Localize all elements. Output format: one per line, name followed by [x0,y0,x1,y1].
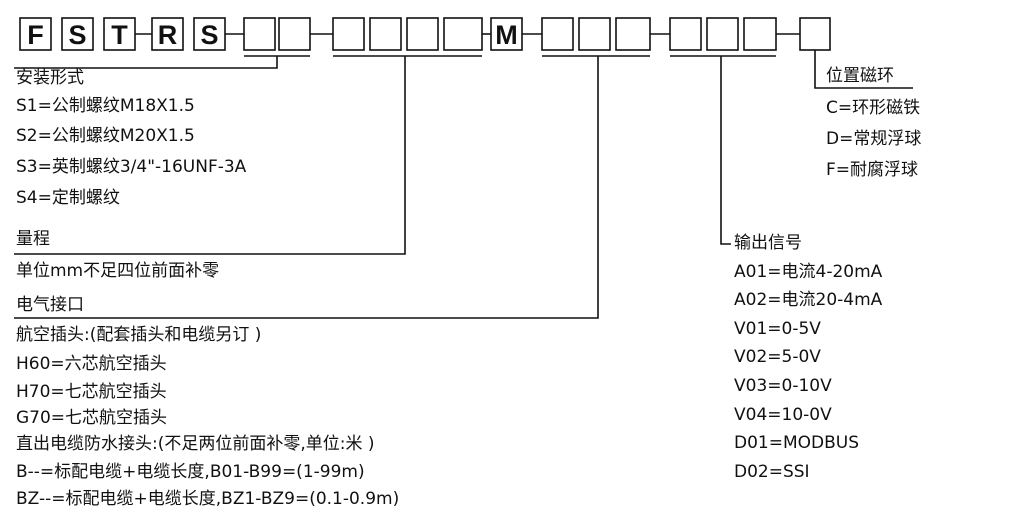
electrical-option: G70=七芯航空插头 [16,408,168,428]
electrical-title: 电气接口 [16,295,84,315]
code-letter-r: R [158,20,178,50]
output-option: V03=0-10V [734,376,832,396]
output-option: A01=电流4-20mA [734,262,883,282]
electrical-option: B--=标配电缆+电缆长度,B01-B99=(1-99m) [16,462,365,482]
output-option: D01=MODBUS [734,433,860,453]
magnet-slot [799,17,831,51]
range-slot-4 [443,17,483,51]
electrical-slot-3 [615,17,651,51]
output-option: D02=SSI [734,462,810,482]
range-slot-1 [332,17,365,51]
electrical-option: H60=六芯航空插头 [16,354,167,374]
range-slot-3 [406,17,439,51]
code-box-f [19,17,52,51]
magnet-option: D=常规浮球 [826,129,922,149]
magnet-option: F=耐腐浮球 [826,160,919,180]
range-title: 量程 [16,229,50,249]
electrical-option: H70=七芯航空插头 [16,382,167,402]
code-letter-m: M [495,20,518,50]
mounting-option: S3=英制螺纹3/4"-16UNF-3A [16,157,247,177]
output-slot-1 [669,17,702,51]
electrical-slot-1 [541,17,574,51]
electrical-slot-2 [578,17,611,51]
mounting-slot-2 [278,17,311,51]
mounting-option: S4=定制螺纹 [16,188,120,208]
mounting-slot-1 [243,17,276,51]
electrical-option: 直出电缆防水接头:(不足两位前面补零,单位:米 ) [16,434,375,454]
code-letter-t: T [111,20,128,50]
output-title: 输出信号 [734,233,802,253]
output-slot-3 [743,17,777,51]
code-box-s [61,17,94,51]
magnet-title: 位置磁环 [826,66,894,86]
output-option: V01=0-5V [734,319,821,339]
output-slot-2 [706,17,739,51]
code-letter-f: F [27,20,44,50]
range-note: 单位mm不足四位前面补零 [16,261,220,281]
code-letter-s: S [68,20,86,50]
electrical-option: BZ--=标配电缆+电缆长度,BZ1-BZ9=(0.1-0.9m) [16,489,400,509]
output-option: A02=电流20-4mA [734,290,883,310]
electrical-option: 航空插头:(配套插头和电缆另订 ) [16,325,262,345]
mounting-title: 安装形式 [16,68,84,88]
code-letter-s2: S [200,20,218,50]
mounting-option: S2=公制螺纹M20X1.5 [16,126,195,146]
magnet-option: C=环形磁铁 [826,98,921,118]
range-slot-2 [369,17,402,51]
output-option: V02=5-0V [734,347,821,367]
magnet-leader [814,50,913,89]
output-option: V04=10-0V [734,405,832,425]
mounting-option: S1=公制螺纹M18X1.5 [16,96,195,116]
